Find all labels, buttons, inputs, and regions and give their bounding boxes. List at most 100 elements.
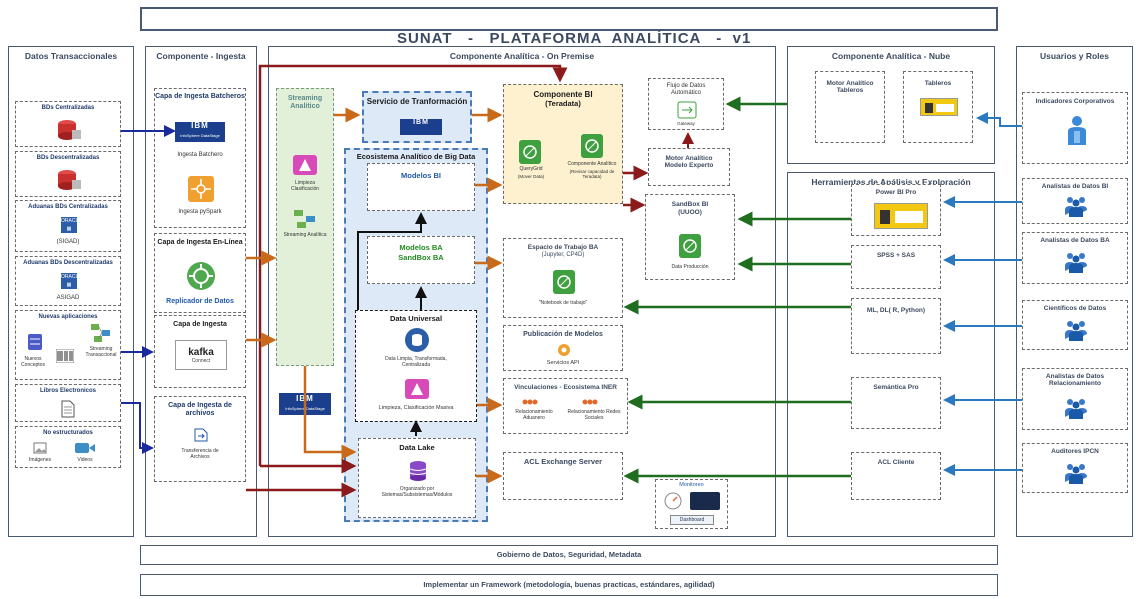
componente-bi: Componente BI (Teradata) QueryGrid (Move…	[503, 84, 623, 204]
users-icon	[1065, 253, 1087, 273]
source-label: Libros Electronicos	[39, 388, 96, 394]
footer-framework: Implementar un Framework (metodología, b…	[140, 574, 998, 596]
streaming-sublabel: Streaming Analítica	[283, 232, 327, 238]
source-aduanas-centralizadas: Aduanas BDs Centralizadas ORACLE▦ (SIGAD…	[15, 200, 121, 252]
network-icon	[582, 399, 598, 405]
monitor-icon	[690, 492, 720, 510]
cleaning-icon	[405, 379, 429, 399]
tool-label: Power BI Pro	[875, 189, 917, 196]
video-icon	[75, 443, 95, 453]
tableros: Tableros	[903, 71, 973, 143]
role-analistas-ba: Analistas de Datos BA	[1022, 232, 1128, 284]
role-cientificos: Científicos de Datos	[1022, 300, 1128, 350]
vinculaciones-iner: Vinculaciones - Ecosistema INER Relacion…	[503, 378, 628, 434]
source-label: BDs Centralizadas	[41, 105, 95, 111]
streaming-icon	[294, 210, 315, 228]
ibm-logo-text: IBM	[296, 394, 314, 403]
modelos-ba: Modelos BA SandBox BA	[367, 236, 475, 284]
publicacion-label: Publicación de Modelos	[523, 331, 603, 338]
role-label: Científicos de Datos	[1043, 305, 1107, 312]
streaming-analitico: Streaming Analítico Limpieza Clasificaci…	[276, 88, 334, 366]
ibm-logo: IBM	[400, 119, 442, 135]
data-lake-label: Data Lake	[399, 443, 435, 452]
espacio-label: Espacio de Trabajo BA	[527, 244, 599, 251]
pyspark-icon	[188, 176, 214, 202]
oracle-icon: ORACLE▦	[61, 217, 82, 233]
source-sublabel: (SIGAD)	[56, 239, 80, 245]
tool-semantica: Semántica Pro	[851, 377, 941, 429]
kafka-logo-subtext: Connect	[191, 358, 211, 364]
source-nuevas-aplicaciones: Nuevas aplicaciones Nuevos Conceptos Str…	[15, 310, 121, 380]
tool-label: SPSS + SAS	[876, 252, 916, 259]
image-icon	[33, 442, 47, 454]
source-bd-descentralizadas: BDs Descentralizadas	[15, 151, 121, 197]
ibm-logo-subtext: InfoSphere DataStage	[285, 405, 325, 411]
source-label: No estructurados	[43, 430, 93, 436]
pane-title: Componente - Ingesta	[156, 51, 246, 61]
vinculaciones-label: Vinculaciones - Ecosistema INER	[514, 384, 617, 391]
data-lake-icon	[409, 461, 427, 481]
modelos-ba-label: Modelos BA	[399, 243, 443, 252]
publicacion-modelos: Publicación de Modelos Servicios API	[503, 325, 623, 371]
data-universal-label: Data Universal	[389, 314, 443, 323]
role-analistas-bi: Analistas de Datos BI	[1022, 178, 1128, 224]
source-sublabel: ASIGAD	[56, 295, 80, 301]
users-icon	[1065, 197, 1087, 217]
data-universal: Data Universal Data Limpia, Transformada…	[355, 310, 477, 422]
espacio-sublabel: (Jupyter, CP4D)	[541, 252, 585, 258]
ingesta-tool-label: Ingesta Batchero	[177, 152, 223, 158]
cleaning-icon	[293, 155, 317, 175]
source-no-estructurados: No estructurados Imágenes Videos	[15, 426, 121, 468]
sandbox-bi-sublabel: (UUOO)	[678, 209, 702, 216]
motor-label: Motor Analítico Modelo Experto	[664, 155, 714, 170]
oracle-icon: ORACLE▦	[61, 273, 82, 289]
users-icon	[1065, 399, 1087, 419]
tool-acl-cliente: ACL Cliente	[851, 452, 941, 500]
source-sublabel: Streaming Transaccional	[85, 346, 117, 358]
kafka-logo-text: kafka	[188, 347, 214, 358]
data-universal-sublabel: Limpieza, Clasificación Masiva	[378, 405, 454, 411]
ingesta-label: Capa de Ingesta de archivos	[168, 402, 232, 418]
vinculaciones-tool: Relacionamiento Aduanero	[515, 409, 553, 421]
notebook-icon	[553, 270, 575, 294]
role-label: Auditores IPCN	[1051, 448, 1099, 455]
acl-label: ACL Exchange Server	[523, 457, 603, 466]
gauge-icon	[664, 492, 682, 510]
espacio-trabajo-ba: Espacio de Trabajo BA (Jupyter, CP4D) "N…	[503, 238, 623, 318]
componente-bi-tool-sub: (Revisar capacidad de Teradata)	[569, 169, 615, 180]
database-hub-icon	[405, 328, 429, 352]
tool-spss-sas: SPSS + SAS	[851, 245, 941, 289]
page-title: SUNAT - PLATAFORMA ANALÍTICA - v1	[397, 30, 752, 47]
ingesta-tool-label: Transferencia de Archivos	[181, 448, 219, 460]
ingesta-label: Capa de Ingesta	[173, 321, 227, 328]
network-icon	[522, 399, 538, 405]
header-title-box: SUNAT - PLATAFORMA ANALÍTICA - v1	[140, 7, 998, 47]
motor-analitico-tableros: Motor Analítico Tableros	[815, 71, 885, 143]
ingesta-archivos: Capa de Ingesta de archivos Transferenci…	[154, 396, 246, 482]
servicio-label: Servicio de Tranformación	[366, 97, 468, 106]
ibm-logo-subtext: InfoSphere DataStage	[180, 132, 220, 138]
role-relacionamiento: Analistas de Datos Relacionamiento	[1022, 368, 1128, 430]
ingesta-en-linea: Capa de Ingesta En-Línea Replicador de D…	[154, 233, 246, 313]
source-label: Aduanas BDs Centralizadas	[28, 204, 108, 210]
pane-title: Datos Transaccionales	[24, 51, 118, 61]
vinculaciones-tool: Relacionamiento Redes Sociales	[567, 409, 621, 421]
sandbox-ba-label: SandBox BA	[398, 253, 444, 262]
componente-bi-label: Componente BI	[533, 90, 593, 99]
nube-label: Tableros	[924, 80, 952, 87]
flujo-sublabel: Gateway	[677, 121, 695, 126]
role-label: Analistas de Datos BI	[1041, 183, 1109, 190]
source-aduanas-descentralizadas: Aduanas BDs Descentralizadas ORACLE▦ ASI…	[15, 256, 121, 306]
source-sublabel: Imágenes	[29, 457, 51, 463]
tool-label: Semántica Pro	[873, 384, 919, 391]
footer-gobierno-label: Gobierno de Datos, Seguridad, Metadata	[496, 550, 642, 559]
componente-bi-tool-sub: (Mover Data)	[517, 174, 545, 179]
gateway-icon	[677, 101, 697, 119]
nube-label: Motor Analítico Tableros	[826, 80, 874, 95]
dashboard-button[interactable]: Dashboard	[670, 515, 714, 525]
source-bd-centralizadas: BDs Centralizadas	[15, 101, 121, 147]
role-indicadores: Indicadores Corporativos	[1022, 92, 1128, 164]
monitoreo-dashboard: Monitoreo Dashboard	[655, 479, 728, 529]
tool-label: ML, DL( R, Python)	[866, 307, 926, 314]
